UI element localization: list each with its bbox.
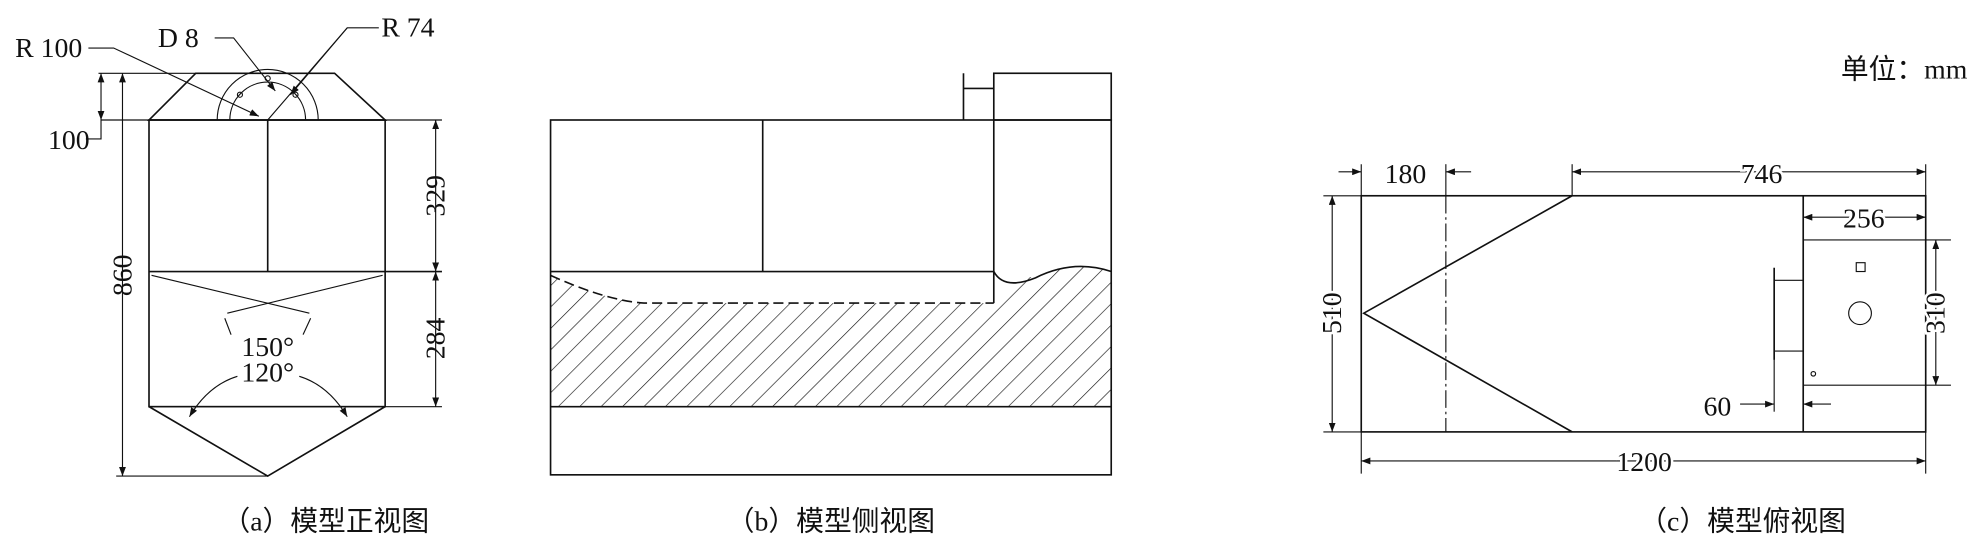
front-view: R 100 D 8 R 74 100 860 329 284 150° 120°… [15, 13, 451, 538]
dim-284: 284 [420, 318, 451, 360]
dim-860: 860 [107, 254, 138, 296]
dim-angle-120: 120° [241, 357, 294, 388]
dim-d8: D 8 [158, 23, 199, 54]
dim-60: 60 [1703, 391, 1731, 422]
dim-r100: R 100 [15, 33, 82, 64]
dim-100: 100 [48, 125, 90, 156]
caption-side-view: （b）模型侧视图 [727, 506, 935, 537]
dim-angle-150: 150° [241, 332, 294, 363]
dim-310: 310 [1921, 292, 1952, 334]
units-label: 单位：mm [1841, 54, 1968, 85]
dim-329: 329 [420, 175, 451, 217]
dim-180: 180 [1385, 159, 1427, 190]
dim-1200: 1200 [1616, 447, 1672, 478]
caption-top-view: （c）模型俯视图 [1639, 506, 1846, 537]
dim-510: 510 [1317, 292, 1348, 334]
side-view: （b）模型侧视图 [549, 72, 1113, 537]
caption-front-view: （a）模型正视图 [222, 506, 429, 537]
dim-r74: R 74 [381, 13, 434, 44]
dim-256: 256 [1843, 203, 1885, 234]
top-view: 180 746 256 510 310 60 1200 （c）模型俯视图 [1315, 157, 1955, 538]
dim-746: 746 [1741, 159, 1783, 190]
